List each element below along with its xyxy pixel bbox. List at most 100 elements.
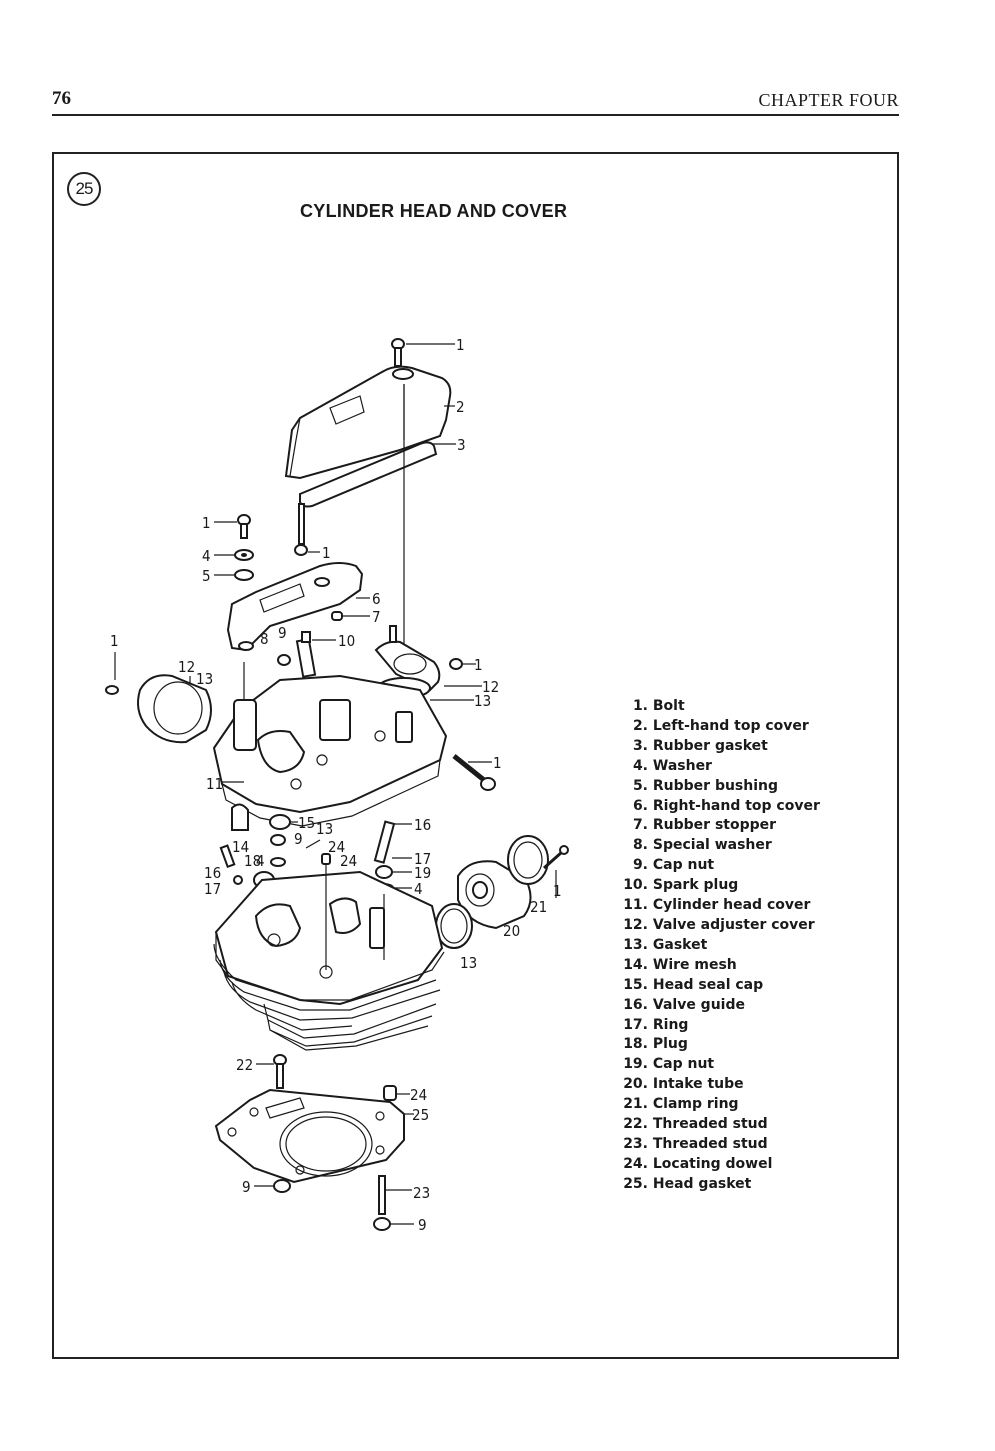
left-hand-top-cover: [284, 365, 452, 480]
callout-1-left: 1: [202, 514, 211, 532]
legend-item: 11. Cylinder head cover: [620, 896, 820, 916]
callout-1-mid: 1: [322, 544, 331, 562]
legend-item-label: Rubber bushing: [652, 777, 779, 794]
legend-item-label: Head seal cap: [652, 976, 764, 993]
legend-item-number: 23.: [623, 1135, 648, 1152]
legend-item-label: Rubber stopper: [652, 817, 777, 834]
callout-13-intake: 13: [460, 954, 477, 972]
callout-11: 11: [206, 775, 223, 793]
legend-item-number: 7.: [632, 817, 648, 834]
legend-item-number: 21.: [623, 1096, 648, 1113]
bolt-long: [452, 754, 496, 791]
exploded-diagram: 1 2 3 1 1 4 5 6 7: [105, 336, 569, 1234]
callout-6: 6: [372, 590, 381, 608]
legend-item-number: 5.: [632, 777, 648, 794]
legend-item-label: Threaded stud: [652, 1116, 768, 1133]
legend-item: 6. Right-hand top cover: [620, 797, 820, 817]
rubber-stopper: [331, 611, 343, 621]
cylinder-head: [213, 870, 445, 1051]
bolt-top: [391, 338, 405, 367]
callout-4-left: 4: [202, 547, 211, 565]
header-rule: [52, 114, 899, 116]
legend-item-label: Valve guide: [652, 996, 745, 1013]
legend-item: 4. Washer: [620, 757, 820, 777]
bolt-far-left: [105, 685, 119, 695]
legend-item-number: 3.: [632, 737, 648, 754]
head-gasket: [214, 1088, 405, 1184]
legend-item-label: Right-hand top cover: [652, 797, 820, 814]
legend-item: 23. Threaded stud: [620, 1135, 820, 1155]
legend-item-number: 18.: [623, 1036, 648, 1053]
legend-item-number: 16.: [623, 996, 648, 1013]
callout-1-top: 1: [456, 336, 465, 354]
callout-2: 2: [456, 398, 465, 416]
legend-item-number: 8.: [632, 837, 648, 854]
callout-15: 15: [298, 814, 315, 832]
callout-17-left: 17: [204, 880, 221, 898]
legend-item-number: 1.: [632, 698, 648, 714]
legend-item-label: Cylinder head cover: [652, 897, 811, 914]
right-hand-top-cover: [226, 562, 364, 652]
bolt-mid: [294, 503, 308, 556]
legend-item-number: 15.: [623, 976, 648, 993]
legend-item-label: Intake tube: [652, 1076, 744, 1093]
callout-4-right: 4: [414, 880, 423, 898]
legend-item: 8. Special washer: [620, 836, 820, 856]
legend-item-number: 6.: [632, 797, 648, 814]
legend-item-label: Rubber gasket: [652, 737, 768, 754]
callout-22: 22: [236, 1056, 253, 1074]
cap-nut-top: [277, 654, 291, 666]
bolt-clamp: [543, 845, 569, 870]
legend-item: 17. Ring: [620, 1016, 820, 1036]
valve-adjuster-cover-right: [374, 625, 441, 692]
legend-item: 22. Threaded stud: [620, 1115, 820, 1135]
intake-tube: [457, 860, 532, 930]
legend-item: 9. Cap nut: [620, 856, 820, 876]
cap-nut-mid: [270, 834, 286, 846]
callout-25: 25: [412, 1106, 429, 1124]
legend-item: 10. Spark plug: [620, 876, 820, 896]
cap-nut-bottom: [373, 1217, 391, 1231]
wire-mesh: [231, 803, 249, 831]
legend-item-label: Ring: [652, 1016, 689, 1033]
legend-item: 20. Intake tube: [620, 1075, 820, 1095]
legend-item: 12. Valve adjuster cover: [620, 916, 820, 936]
washer-mid: [270, 857, 286, 867]
valve-guide-right: [373, 820, 396, 864]
legend-item-label: Threaded stud: [652, 1135, 768, 1152]
legend-item-number: 17.: [623, 1016, 648, 1033]
legend-item: 15. Head seal cap: [620, 976, 820, 996]
legend-item-number: 19.: [623, 1056, 648, 1073]
callout-12-right: 12: [482, 678, 499, 696]
washer-left: [234, 549, 254, 561]
legend-item: 18. Plug: [620, 1035, 820, 1055]
callout-9-top: 9: [278, 624, 287, 642]
locating-dowel-low: [383, 1085, 397, 1101]
cylinder-head-cover: [212, 674, 448, 827]
valve-guide-left: [219, 844, 243, 885]
legend-item-label: Wire mesh: [652, 956, 737, 973]
callout-1-long: 1: [493, 754, 502, 772]
gasket-intake: [435, 903, 473, 949]
callout-16-right: 16: [414, 816, 431, 834]
special-washer: [238, 641, 254, 651]
callout-1-far-left: 1: [110, 632, 119, 650]
legend-item-number: 10.: [623, 877, 648, 894]
callout-24-c: 24: [410, 1086, 427, 1104]
callout-20: 20: [503, 922, 520, 940]
callout-16-left: 16: [204, 864, 221, 882]
page-number: 76: [52, 88, 71, 109]
callout-13-left: 13: [196, 670, 213, 688]
callout-24-b: 24: [340, 852, 357, 870]
legend-item-label: Left-hand top cover: [652, 717, 809, 734]
chapter-heading: CHAPTER FOUR: [758, 90, 899, 110]
legend-item: 2. Left-hand top cover: [620, 717, 820, 737]
cap-nut-right: [375, 865, 393, 879]
legend-item-number: 13.: [623, 936, 648, 953]
legend-item-label: Cap nut: [652, 857, 715, 874]
legend-item: 16. Valve guide: [620, 996, 820, 1016]
figure-frame: [52, 152, 899, 1359]
legend-item: 19. Cap nut: [620, 1055, 820, 1075]
legend-item-number: 24.: [623, 1155, 648, 1172]
